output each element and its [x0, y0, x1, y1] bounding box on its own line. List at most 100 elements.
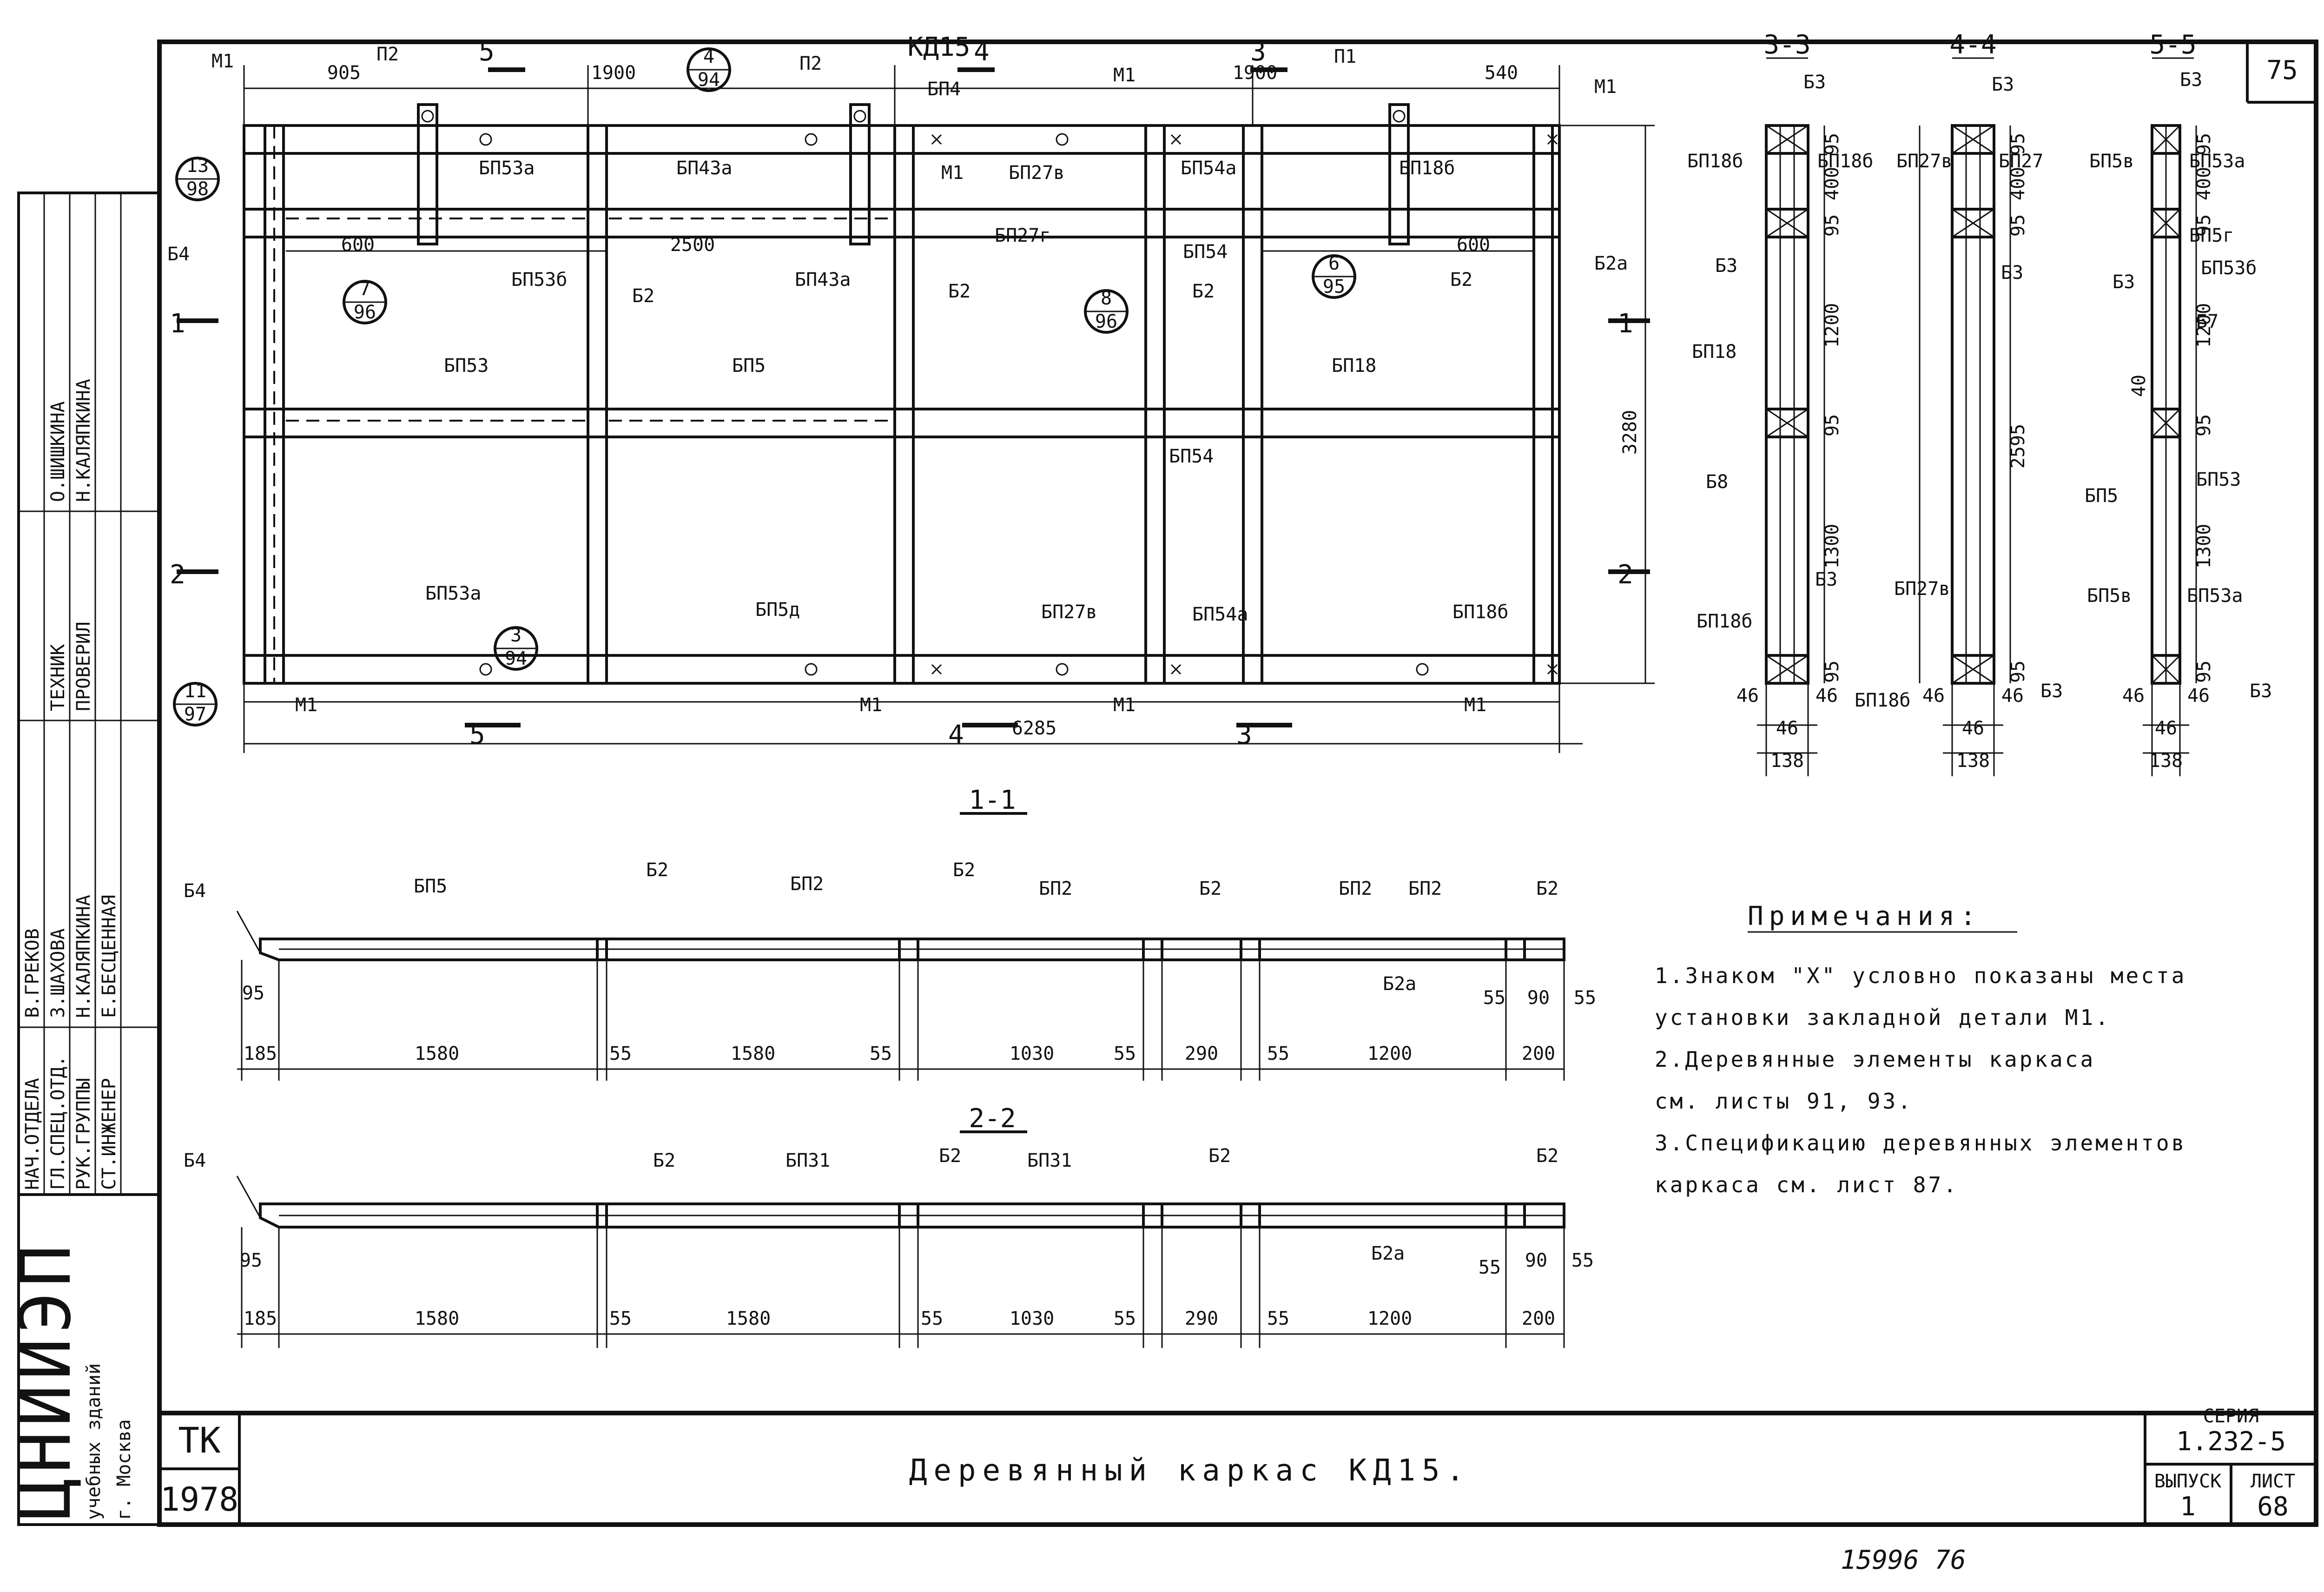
vs44-label-b3: Б3: [2001, 262, 2023, 284]
s11-dim-55-e: 55: [1483, 987, 1505, 1009]
vs33-dim-1300: 1300: [1822, 524, 1843, 568]
s22-dim-55-f: 55: [1571, 1250, 1594, 1271]
vs55-label-b7: Б7: [2196, 311, 2218, 332]
vs55-dim-400: 400: [2193, 167, 2215, 200]
vs55-label-b3: Б3: [2113, 271, 2135, 293]
section-4-4-title: 4-4: [1949, 30, 1996, 60]
vs55-label-bp5: БП5: [2085, 485, 2118, 507]
callout-6: 6: [1328, 253, 1340, 274]
label-bp43a-mid: БП43а: [795, 269, 851, 291]
signature-name-4: Е.БЕСЦЕННАЯ: [99, 895, 120, 1018]
issue-label: ВЫПУСК: [2154, 1471, 2222, 1492]
callout-94-b: 94: [505, 648, 527, 669]
section-mark-5-bottom: 5: [469, 720, 485, 750]
dim-600-a: 600: [341, 234, 375, 256]
label-b2-d: Б2: [1450, 269, 1472, 291]
dim-2500: 2500: [670, 234, 715, 256]
callout-7: 7: [359, 278, 370, 300]
section-mark-4-bottom: 4: [948, 720, 964, 750]
s11-dim-55-c: 55: [1114, 1043, 1136, 1064]
vs33-label-bp18b-bb: БП18б: [1855, 690, 1910, 711]
vs44-label-b3-top: Б3: [1992, 74, 2014, 95]
vs33-w46-r: 46: [1816, 685, 1838, 707]
vs33-dim-400: 400: [1822, 167, 1843, 200]
s11-dim-185: 185: [244, 1043, 277, 1064]
s11-dim-55-f: 55: [1574, 987, 1596, 1009]
callout-3: 3: [510, 625, 522, 646]
label-bp18: БП18: [1332, 355, 1376, 377]
elevation-name: КД15: [908, 32, 971, 62]
s22-label-b2-c: Б2: [1208, 1145, 1231, 1167]
label-bp54-mid: БП54: [1169, 446, 1214, 467]
label-bp18b-top: БП18б: [1399, 158, 1455, 179]
stamp-year: 1978: [160, 1480, 239, 1519]
label-bp53b: БП53б: [511, 269, 567, 291]
s11-label-b2-b: Б2: [953, 859, 975, 881]
section-5-5-title: 5-5: [2149, 30, 2196, 60]
section-mark-4-top: 4: [974, 37, 990, 67]
vs44-w46-m: 46: [1962, 718, 1984, 739]
s11-label-bp2-c: БП2: [1339, 878, 1372, 899]
label-p2-a: П2: [376, 44, 399, 65]
vs33-dim-1200: 1200: [1822, 303, 1843, 348]
vs55-label-b3-top: Б3: [2180, 69, 2202, 91]
note-3b: каркаса см. лист 87.: [1655, 1172, 1959, 1197]
dim-905: 905: [327, 62, 361, 84]
s11-dim-200: 200: [1522, 1043, 1555, 1064]
s22-label-b2-b: Б2: [939, 1145, 961, 1167]
org-line2: г. Москва: [113, 1419, 135, 1520]
s22-dim-1580-a: 1580: [415, 1308, 459, 1329]
s11-label-bp2-b: БП2: [1039, 878, 1072, 899]
callout-98: 98: [186, 178, 209, 200]
label-m1-tr: М1: [1594, 76, 1617, 98]
signature-role-4: СТ.ИНЖЕНЕР: [99, 1078, 120, 1190]
vs55-label-bp53a-b: БП53а: [2187, 585, 2243, 607]
note-1b: установки закладной детали М1.: [1655, 1005, 2111, 1030]
vs55-dim-95-3: 95: [2193, 414, 2215, 436]
label-m1-br: М1: [1464, 694, 1486, 716]
s11-dim-1580-b: 1580: [731, 1043, 775, 1064]
vs55-dim-95-1: 95: [2193, 133, 2215, 155]
s22-dim-55-d: 55: [1267, 1308, 1289, 1329]
org-logo: ЦНИИЭП: [6, 1240, 86, 1520]
section-mark-5-top: 5: [479, 37, 495, 67]
callout-96-b: 96: [1095, 311, 1117, 332]
label-bp27g: БП27г: [995, 225, 1050, 246]
note-3a: 3.Спецификацию деревянных элементов: [1655, 1130, 2186, 1156]
s22-dim-1200: 1200: [1367, 1308, 1412, 1329]
corner-number: 75: [2266, 55, 2298, 86]
s22-label-bp31-b: БП31: [1027, 1150, 1072, 1171]
s22-dim-55-b: 55: [921, 1308, 943, 1329]
label-b2a: Б2а: [1594, 253, 1628, 274]
vs33-label-b3-top: Б3: [1803, 72, 1826, 93]
s11-dim-1580-a: 1580: [415, 1043, 459, 1064]
s11-label-b2-a: Б2: [646, 859, 668, 881]
sheet-value: 68: [2257, 1492, 2288, 1522]
vs33-dim-95-2: 95: [1822, 214, 1843, 237]
series-label: СЕРИЯ: [2203, 1406, 2259, 1427]
s22-dim-95: 95: [240, 1250, 262, 1271]
vs33-w46-l: 46: [1736, 685, 1759, 707]
vs33-dim-95-4: 95: [1822, 661, 1843, 683]
s22-label-b2-d: Б2: [1536, 1145, 1558, 1167]
section-mark-1-right: 1: [1618, 309, 1633, 339]
vs33-dim-95-3: 95: [1822, 414, 1843, 436]
label-b2-a: Б2: [632, 285, 654, 307]
signature-name-2: З.ШАХОВА: [47, 928, 69, 1018]
vs33-label-b3: Б3: [1715, 255, 1737, 277]
vs44-dim-400: 400: [2007, 167, 2029, 200]
vs55-label-bp53b: БП53б: [2201, 258, 2257, 279]
label-m1-b2: М1: [860, 694, 882, 716]
label-b2-b: Б2: [948, 281, 971, 302]
callout-96-a: 96: [354, 302, 376, 323]
s22-dim-200: 200: [1522, 1308, 1555, 1329]
vs44-label-bp27v-top: БП27в: [1896, 151, 1952, 172]
callout-94-a: 94: [698, 69, 720, 91]
vs55-dim-95-2: 95: [2193, 214, 2215, 237]
notes-heading: Примечания:: [1748, 901, 1981, 931]
dim-540: 540: [1485, 62, 1518, 84]
vs44-w46-r: 46: [2001, 685, 2024, 707]
vs44-label-b3-b: Б3: [2040, 680, 2063, 702]
vs55-label-bp53a: БП53а: [2189, 151, 2245, 172]
s11-dim-1200: 1200: [1367, 1043, 1412, 1064]
